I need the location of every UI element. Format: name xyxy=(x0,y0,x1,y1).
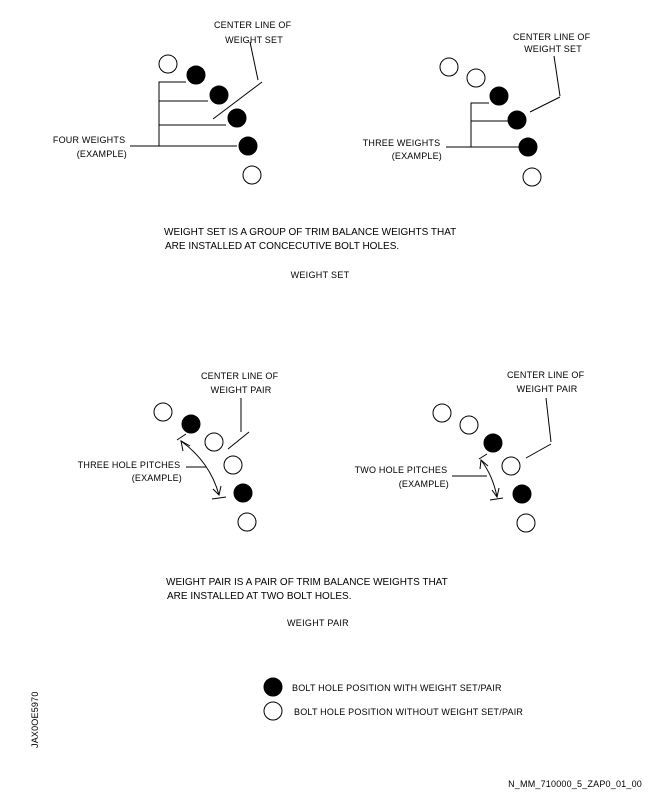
pitch-arrow xyxy=(180,440,222,496)
center-line-label-line: WEIGHT SET xyxy=(524,44,582,54)
bolt-hole-open xyxy=(242,165,262,185)
pitch-arc xyxy=(180,440,220,496)
weight-set-caption: WEIGHT SET xyxy=(291,270,350,280)
center-line-label-line: CENTER LINE OF xyxy=(214,20,292,30)
center-line-label: CENTER LINE OF WEIGHT PAIR xyxy=(201,371,281,395)
pitch-arrow xyxy=(479,459,500,499)
legend: BOLT HOLE POSITION WITH WEIGHT SET/PAIR … xyxy=(263,677,523,721)
weight-bracket xyxy=(446,102,519,148)
example-label: THREE HOLE PITCHES (EXAMPLE) xyxy=(78,460,183,483)
bolt-hole-open xyxy=(223,455,243,475)
bolt-hole-filled xyxy=(233,483,253,503)
center-line-label-line: CENTER LINE OF xyxy=(201,371,279,381)
pitch-extension-line xyxy=(176,433,227,500)
description-line: ARE INSTALLED AT TWO BOLT HOLES. xyxy=(167,591,352,602)
example-label-line: (EXAMPLE) xyxy=(77,149,127,159)
example-label: TWO HOLE PITCHES (EXAMPLE) xyxy=(355,465,450,489)
weight-set-left-figure: CENTER LINE OF WEIGHT SET FOUR WEIGHTS (… xyxy=(53,20,294,185)
bolt-hole-filled xyxy=(186,65,206,85)
bolt-hole-filled xyxy=(209,85,229,105)
description-line: WEIGHT PAIR IS A PAIR OF TRIM BALANCE WE… xyxy=(166,577,448,588)
side-identifier: JAX0OE5970 xyxy=(30,691,40,748)
bolt-hole-open xyxy=(522,167,542,187)
leader-line xyxy=(553,55,561,97)
bolt-hole-open xyxy=(204,432,224,452)
pitch-arc xyxy=(480,459,498,498)
example-label-line: THREE WEIGHTS xyxy=(363,138,441,148)
example-label-line: (EXAMPLE) xyxy=(392,151,442,161)
description-line: WEIGHT SET IS A GROUP OF TRIM BALANCE WE… xyxy=(164,227,456,238)
example-label-line: TWO HOLE PITCHES xyxy=(355,465,448,475)
center-line-label-line: WEIGHT PAIR xyxy=(211,385,272,395)
bolt-hole-filled xyxy=(489,86,509,106)
weight-set-right-figure: CENTER LINE OF WEIGHT SET THREE WEIGHTS … xyxy=(363,32,593,187)
legend-open-marker xyxy=(263,701,283,721)
center-line-label-line: CENTER LINE OF xyxy=(507,370,585,380)
legend-filled-label: BOLT HOLE POSITION WITH WEIGHT SET/PAIR xyxy=(292,683,502,693)
example-label: THREE WEIGHTS (EXAMPLE) xyxy=(363,138,443,161)
center-line xyxy=(212,81,263,120)
bolt-hole-open xyxy=(439,57,459,77)
leader-line xyxy=(545,397,552,443)
bolt-hole-filled xyxy=(512,484,532,504)
bolt-hole-open xyxy=(459,415,479,435)
bolt-hole-open xyxy=(516,513,536,533)
center-line-label: CENTER LINE OF WEIGHT SET xyxy=(513,32,593,54)
bolt-hole-open xyxy=(158,54,178,74)
description-line: ARE INSTALLED AT CONCECUTIVE BOLT HOLES. xyxy=(165,241,399,252)
center-line xyxy=(227,431,250,450)
example-label-line: THREE HOLE PITCHES xyxy=(78,460,181,470)
example-label: FOUR WEIGHTS (EXAMPLE) xyxy=(53,135,128,159)
center-line-label: CENTER LINE OF WEIGHT SET xyxy=(214,20,294,45)
bolt-hole-open xyxy=(466,68,486,88)
bolt-hole-filled xyxy=(238,136,258,156)
center-line xyxy=(525,443,552,459)
bolt-hole-filled xyxy=(483,433,503,453)
bolt-hole-open xyxy=(501,456,521,476)
weight-pair-caption: WEIGHT PAIR xyxy=(287,618,349,628)
center-line-label-line: WEIGHT SET xyxy=(225,35,283,45)
legend-filled-marker xyxy=(263,677,283,697)
bolt-hole-open xyxy=(237,512,257,532)
bolt-hole-filled xyxy=(227,108,247,128)
bolt-hole-open xyxy=(153,402,173,422)
figure-identifier: N_MM_710000_5_ZAP0_01_00 xyxy=(508,779,642,789)
example-label-line: (EXAMPLE) xyxy=(399,479,449,489)
weight-bracket xyxy=(130,81,237,147)
leader-line xyxy=(249,41,259,81)
weight-set-description: WEIGHT SET IS A GROUP OF TRIM BALANCE WE… xyxy=(164,227,459,252)
pitch-extension-line xyxy=(478,453,504,501)
example-label-line: FOUR WEIGHTS xyxy=(53,135,125,145)
example-label-line: (EXAMPLE) xyxy=(132,473,182,483)
bolt-hole-open xyxy=(432,403,452,423)
center-line-label: CENTER LINE OF WEIGHT PAIR xyxy=(507,370,587,394)
legend-open-label: BOLT HOLE POSITION WITHOUT WEIGHT SET/PA… xyxy=(294,707,523,717)
center-line xyxy=(529,96,561,113)
weight-pair-right-figure: CENTER LINE OF WEIGHT PAIR TWO HOLE PITC… xyxy=(355,370,587,533)
weight-pair-description: WEIGHT PAIR IS A PAIR OF TRIM BALANCE WE… xyxy=(166,577,450,602)
bolt-hole-filled xyxy=(507,110,527,130)
center-line-label-line: CENTER LINE OF xyxy=(513,32,591,42)
bolt-hole-filled xyxy=(518,137,538,157)
center-line-label-line: WEIGHT PAIR xyxy=(517,384,578,394)
weight-pair-left-figure: CENTER LINE OF WEIGHT PAIR THREE HOLE PI… xyxy=(78,371,281,532)
bolt-hole-filled xyxy=(181,414,201,434)
